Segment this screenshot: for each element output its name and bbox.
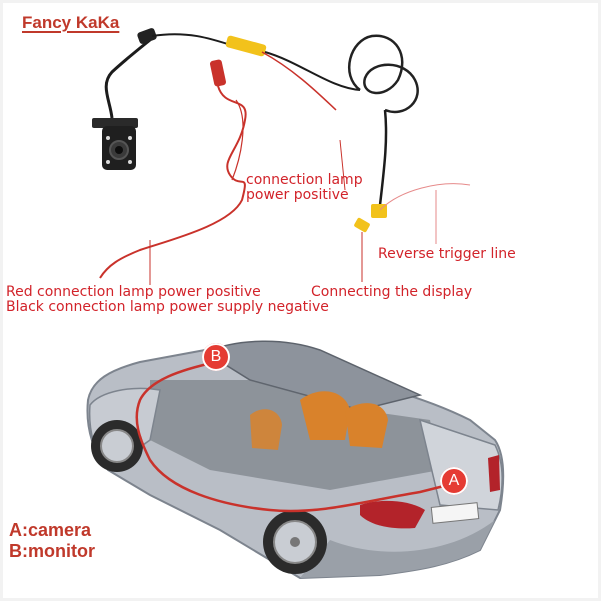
reverse-trigger-label: Reverse trigger line [378, 247, 516, 262]
connection-lamp-label: connection lamp power positive [246, 173, 363, 203]
connection-lamp-line-2: power positive [246, 188, 363, 203]
legend-camera: A:camera [9, 520, 91, 541]
marker-a-camera: A [440, 467, 468, 495]
connection-lamp-line-1: connection lamp [246, 173, 363, 188]
legend-monitor: B:monitor [9, 541, 95, 562]
reverse-camera [92, 118, 138, 170]
connecting-display-label: Connecting the display [311, 285, 472, 300]
brand-logo-text: Fancy KaKa [22, 13, 119, 33]
black-negative-label: Black connection lamp power supply negat… [6, 300, 329, 315]
marker-b-monitor: B [202, 343, 230, 371]
red-positive-label: Red connection lamp power positive [6, 285, 261, 300]
car-illustration [87, 341, 503, 578]
